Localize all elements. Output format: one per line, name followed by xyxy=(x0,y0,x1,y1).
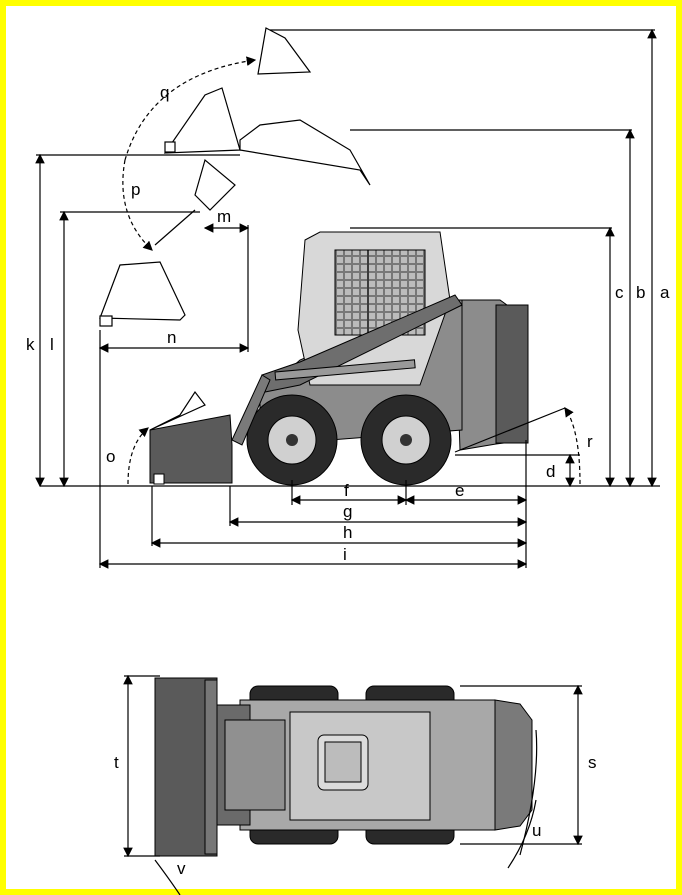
horizontal-dims xyxy=(98,223,528,569)
label-o: o xyxy=(106,447,115,466)
label-u: u xyxy=(532,821,541,840)
rear-wheel xyxy=(360,394,452,486)
label-k: k xyxy=(26,335,35,354)
label-p: p xyxy=(131,180,140,199)
label-g: g xyxy=(343,502,352,521)
bucket-ground xyxy=(149,414,233,484)
label-f: f xyxy=(344,481,349,500)
label-i: i xyxy=(343,545,347,564)
label-c: c xyxy=(615,283,624,302)
machine-side xyxy=(259,231,529,451)
label-v: v xyxy=(177,859,186,878)
vertical-dims-right xyxy=(270,28,657,488)
label-q: q xyxy=(160,83,169,102)
label-t: t xyxy=(114,753,119,772)
label-h: h xyxy=(343,523,352,542)
label-r: r xyxy=(587,432,593,451)
side-view: a b c d e f g h i k l m n o p q r xyxy=(26,27,670,569)
label-l: l xyxy=(50,335,54,354)
label-m: m xyxy=(217,207,231,226)
front-wheel xyxy=(246,394,338,486)
label-n: n xyxy=(167,328,176,347)
ghost-positions xyxy=(99,27,371,431)
arc-lines xyxy=(122,56,581,485)
label-e: e xyxy=(455,481,464,500)
label-a: a xyxy=(660,283,670,302)
top-view: t s u v xyxy=(114,674,597,895)
label-b: b xyxy=(636,283,645,302)
label-d: d xyxy=(546,462,555,481)
vertical-dims-left xyxy=(35,153,240,488)
label-s: s xyxy=(588,753,597,772)
